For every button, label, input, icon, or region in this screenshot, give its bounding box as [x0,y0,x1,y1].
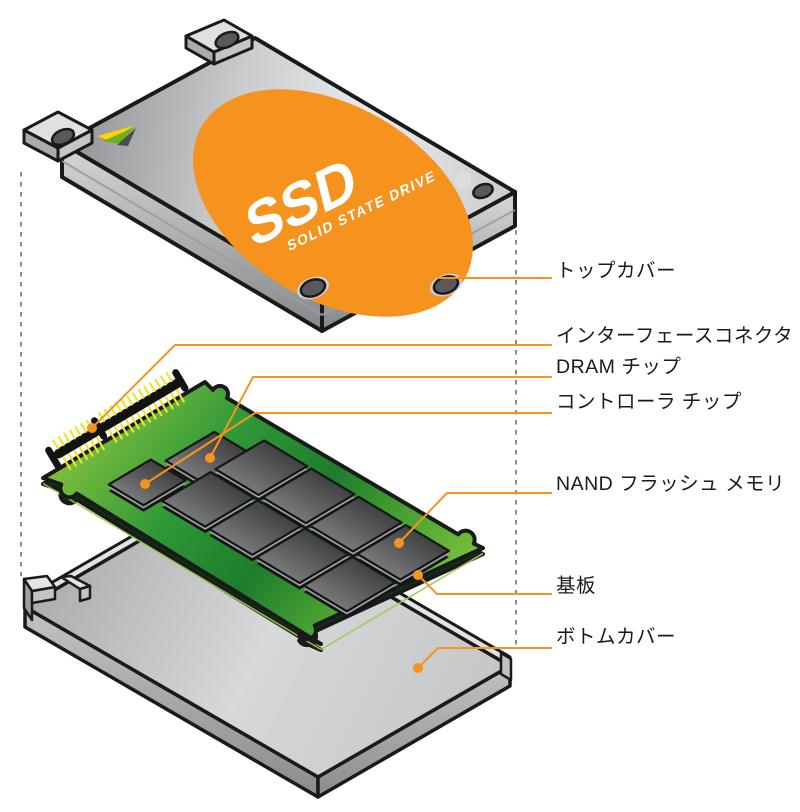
leader-top-cover [412,253,552,279]
leader-nand-flash-memory [394,492,552,548]
top-cover-top-tab [184,18,254,66]
screw-hole-left-tab [50,127,76,147]
label-bottom-cover: ボトムカバー [556,626,677,648]
leader-interface-connector [87,344,552,433]
leader-dram-chip-dot [205,453,215,463]
label-controller-chip: コントローラ チップ [556,391,742,413]
pcb [41,369,485,652]
label-dram-chip: DRAM チップ [556,356,682,378]
nand-chip-5 [160,470,255,534]
leader-lines [87,253,552,673]
brand-arrow-icon [97,126,136,146]
top-cover: SSD SOLID STATE DRIVE [22,18,517,333]
leader-bottom-cover [413,647,552,673]
leader-pcb-dot [413,570,423,580]
interface-connector [45,369,189,471]
leader-bottom-cover-dot [413,663,423,673]
leader-dram-chip [205,376,552,463]
label-nand-flash-memory: NAND フラッシュ メモリ [556,473,786,495]
screw-hole-right [472,182,494,200]
screw-hole-bottom [297,276,329,300]
label-pcb: 基板 [556,575,597,597]
leader-nand-flash-memory-dot [394,538,404,548]
nand-chip-8 [302,555,397,618]
leader-interface-connector-dot [87,423,97,433]
top-cover-sticker [193,89,473,317]
label-top-cover: トップカバー [556,260,677,282]
bottom-cover-corner-cap [499,651,513,682]
alignment-guides [20,172,517,645]
nand-chip-6 [208,499,303,562]
leader-controller-chip-dot [140,479,150,489]
nand-chip-7 [255,527,350,590]
bottom-cover-left-tab [22,574,92,622]
sticker-notch [454,171,472,189]
leader-pcb [413,570,552,595]
top-cover-left-tab [22,110,94,163]
screw-hole-top-tab [214,30,240,50]
leader-controller-chip [140,412,552,489]
label-interface-connector: インターフェースコネクタ [556,325,794,347]
leader-top-cover-dot [412,253,422,263]
